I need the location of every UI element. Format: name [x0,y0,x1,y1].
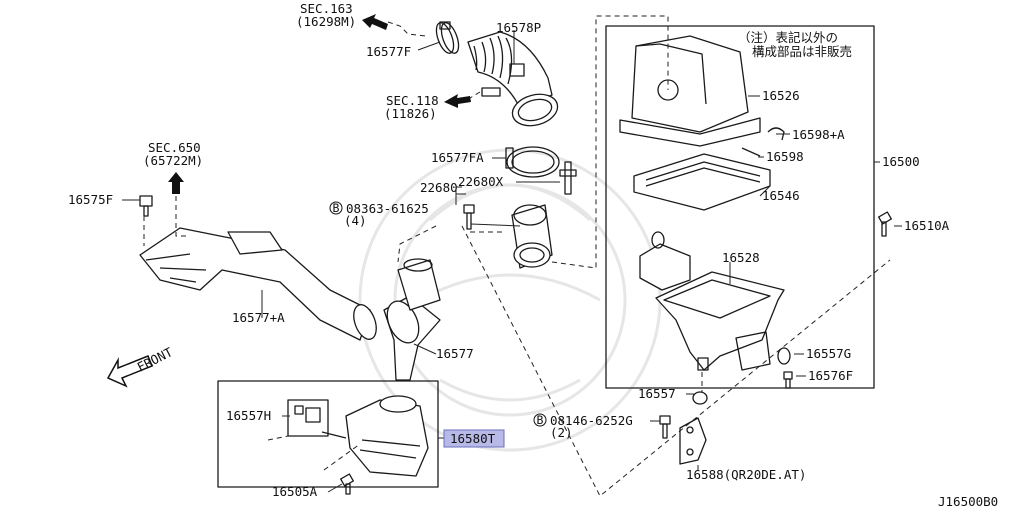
clamp-16577FA [505,146,560,178]
bolt-16575F [139,195,153,217]
label-16578P: 16578P [496,20,541,35]
bolt-prefix-b-2: B [537,413,544,427]
label-16588: 16588(QR20DE.AT) [686,467,806,482]
label-16526: 16526 [762,88,800,103]
bolt-16505A [340,473,354,495]
arrow-sec650 [168,172,184,194]
label-16557: 16557 [638,386,676,401]
grommet-16557G [777,347,791,365]
label-front: FRONT [135,344,176,375]
grommet-16557H [294,405,321,423]
bolt-08146-6252G [659,415,671,439]
label-sec163-b: (16298M) [296,14,356,29]
air-cleaner-assembly [605,25,892,389]
cover-16526 [619,35,761,147]
label-sec650-a: SEC.650 [148,140,201,155]
grommet-box-16557H [287,399,329,437]
bolt-16576F [783,371,793,389]
diagram-code: J16500B0 [938,494,998,509]
label-16598: 16598 [766,149,804,164]
label-16557H: 16557H [226,408,271,423]
label-sec118-b: (11826) [384,106,437,121]
label-16546: 16546 [762,188,800,203]
mass-air-flow-sensor-22680 [511,161,577,269]
bracket-16588 [679,417,707,465]
duct-16577 [383,258,441,381]
arrow-sec163 [362,14,388,30]
front-arrow-icon [106,355,153,388]
label-sec650-b: (65722M) [143,153,203,168]
label-16598A: 16598+A [792,127,845,142]
label-08146-6252G: 08146-6252G [550,413,633,428]
nipple-sec118 [481,87,501,97]
label-16576F: 16576F [808,368,853,383]
bolt-prefix-b: B [333,201,340,215]
leader-lines [122,15,902,497]
clamp-16577F [435,21,460,54]
duct-16577A [139,227,377,341]
label-sec118-a: SEC.118 [386,93,439,108]
label-16510A: 16510A [904,218,950,233]
label-16577: 16577 [436,346,474,361]
label-sec163-a: SEC.163 [300,1,353,16]
label-16528: 16528 [722,250,760,265]
highlight-16580T[interactable] [443,429,505,448]
clip-16598 [741,127,785,157]
resonator-16580T [321,395,429,477]
label-16500: 16500 [882,154,920,169]
labels: SEC.163 (16298M) 16577F 16578P SEC.118 (… [68,1,998,509]
label-16557G: 16557G [806,346,851,361]
arrow-sec118 [444,94,471,108]
label-16577F: 16577F [366,44,411,59]
label-16577FA: 16577FA [431,150,484,165]
note-line2: 構成部品は非販売 [752,44,852,59]
assembly-frame-16500 [605,25,875,389]
lower-case-16528 [639,231,785,371]
label-16505A: 16505A [272,484,318,499]
label-08363-qty: (4) [344,213,367,228]
resonator-frame [217,380,439,488]
label-22680X: 22680X [458,174,504,189]
label-22680: 22680 [420,180,458,195]
upper-duct-assembly [435,21,577,269]
bolt-callout-08363: B 08363-61625 (4) [329,201,429,228]
bolt-08363-61625 [463,204,475,230]
bolt-16510A [878,211,892,237]
filter-element-16546 [633,153,771,211]
hose-16578P [467,31,559,127]
label-16580T[interactable]: 16580T [450,431,496,446]
grommet-16557 [692,391,708,405]
label-16575F: 16575F [68,192,113,207]
label-08363-61625: 08363-61625 [346,201,429,216]
label-16577A: 16577+A [232,310,285,325]
label-08146-qty: (2) [550,425,573,440]
note-line1: （注）表記以外の [738,30,838,45]
bolt-callout-08146: B 08146-6252G (2) [533,413,633,440]
